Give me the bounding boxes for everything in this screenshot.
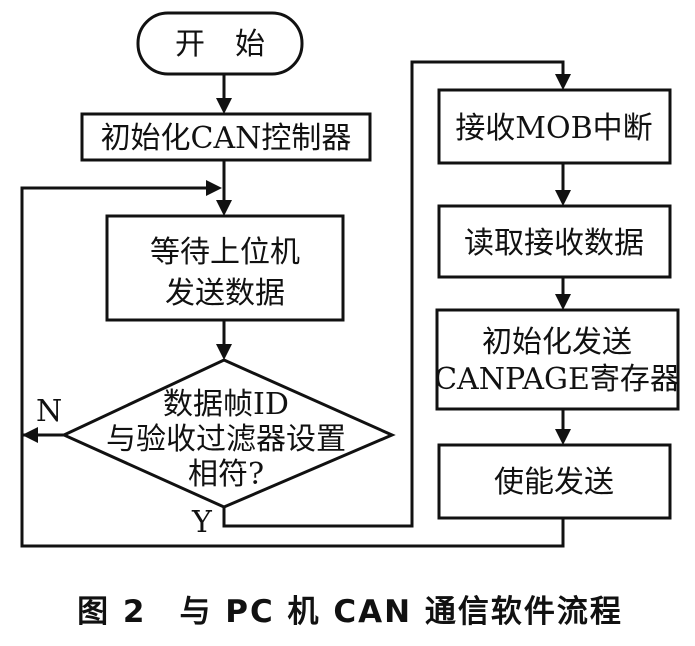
edge-no-loop [20, 186, 210, 437]
receive-interrupt-label: 接收MOB中断 [455, 111, 652, 146]
check-label-line3: 相符? [188, 457, 264, 492]
edge-yes-to-receive [222, 60, 565, 528]
read-data-box [437, 204, 672, 279]
node-start: 开 始 [136, 11, 304, 76]
edge-enable-loop [20, 436, 565, 548]
connectors [20, 60, 571, 548]
figure-caption: 图 2 与 PC 机 CAN 通信软件流程 [77, 594, 623, 630]
enable-send-label: 使能发送 [494, 465, 614, 500]
node-wait: 等待上位机 发送数据 [105, 214, 345, 322]
check-label-line2: 与验收过滤器设置 [106, 422, 346, 457]
wait-label-line2: 发送数据 [165, 276, 285, 311]
init-can-label: 初始化CAN控制器 [101, 121, 352, 156]
arrowhead-check [216, 344, 232, 360]
init-send-label-line1: 初始化发送 [482, 325, 632, 360]
arrowhead-receive [555, 74, 571, 90]
node-check: 数据帧ID 与验收过滤器设置 相符? [60, 358, 396, 509]
init-send-label-line2: CANPAGE寄存器 [434, 362, 680, 397]
wait-box [105, 214, 345, 322]
yes-branch-label: Y [191, 505, 213, 540]
receive-interrupt-box [437, 88, 672, 165]
arrowhead-init [216, 98, 232, 114]
node-init-can: 初始化CAN控制器 [80, 112, 372, 162]
enable-send-box [437, 443, 672, 520]
arrowhead-wait [216, 200, 232, 216]
check-diamond [60, 358, 396, 509]
node-read-data: 读取接收数据 [437, 204, 672, 279]
check-label-line1: 数据帧ID [163, 387, 289, 422]
init-send-box [435, 308, 680, 411]
arrowhead-no-left [22, 427, 38, 443]
arrowhead-initsend [555, 294, 571, 310]
start-label: 开 始 [175, 27, 265, 62]
node-init-send: 初始化发送 CANPAGE寄存器 [434, 308, 680, 411]
read-data-label: 读取接收数据 [464, 226, 644, 261]
arrowhead-no-return [206, 180, 222, 196]
init-can-box [80, 112, 372, 162]
start-terminator [136, 11, 304, 76]
arrowhead-enable [555, 429, 571, 445]
node-enable-send: 使能发送 [437, 443, 672, 520]
arrowhead-read [555, 190, 571, 206]
no-branch-label: N [36, 394, 62, 429]
node-receive-interrupt: 接收MOB中断 [437, 88, 672, 165]
wait-label-line1: 等待上位机 [150, 235, 300, 270]
